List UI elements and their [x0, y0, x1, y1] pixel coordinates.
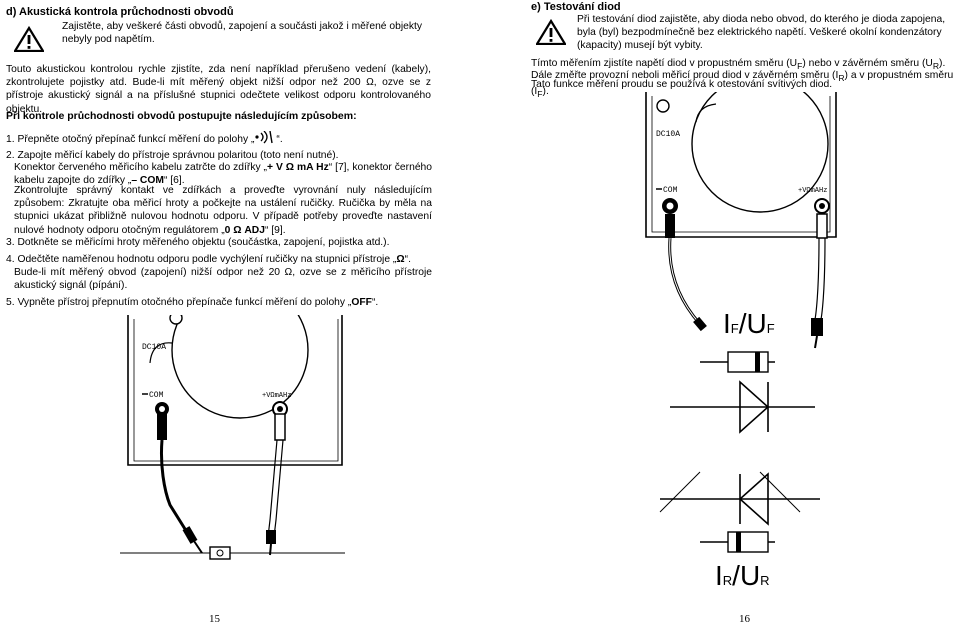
line2-sub-r: R: [838, 73, 845, 84]
step-4-a: 4. Odečtěte naměřenou hodnotu odporu pod…: [6, 253, 431, 266]
forward-u: /U: [738, 308, 767, 339]
label-dc10a: DC10A: [656, 130, 680, 139]
step-5-off: OFF: [351, 297, 372, 308]
reverse-u-sub: R: [760, 573, 770, 588]
step-4-b: Bude-li mít měřený obvod (zapojení) nižš…: [14, 267, 432, 292]
warning-icon: [14, 26, 44, 52]
step-5-text1: 5. Vypněte přístroj přepnutím otočného p…: [6, 297, 352, 308]
step-1-end: “.: [276, 134, 283, 145]
rotary-switch-dial: [171, 315, 309, 419]
step-2-c-text1: Zkontrolujte správný kontakt ve zdířkách…: [14, 185, 432, 236]
tested-component: [120, 546, 345, 560]
warning-text: Zajistěte, aby veškeré části obvodů, zap…: [62, 21, 423, 45]
socket-dc10a: [169, 315, 183, 325]
section-title-continuity: d) Akustická kontrola průchodnosti obvod…: [6, 6, 234, 18]
step-2-b: Konektor červeného měřicího kabelu zatrč…: [14, 161, 432, 187]
diode-test-figure: DC10A COM +VΩmAHz: [645, 92, 837, 553]
step-2-b-text1: Konektor červeného měřicího kabelu zatrč…: [14, 162, 267, 173]
forward-i: I: [723, 308, 731, 339]
page-number-right: 16: [739, 613, 750, 625]
diode-line-1: Tímto měřením zjistíte napětí diod v pro…: [531, 57, 959, 73]
step-4-ohm: Ω: [396, 254, 405, 265]
step-2-zero-adj: 0 Ω ADJ: [224, 224, 265, 236]
label-v-ohm: +VΩmAHz: [262, 392, 291, 400]
section-title-diodes: e) Testování diod: [531, 1, 621, 13]
warning-text: Při testování diod zajistěte, aby dioda …: [577, 14, 946, 51]
line1-text3: ).: [939, 58, 946, 69]
label-forward-if-uf: IF/UF: [723, 308, 775, 340]
label-com: COM: [663, 186, 678, 195]
procedure-title: Při kontrole průchodnosti obvodů postupu…: [6, 110, 357, 122]
step-5-text2: “.: [371, 297, 379, 308]
label-com: COM: [149, 391, 164, 400]
line1-sub-r: R: [932, 61, 940, 72]
multimeter-body: DC10A COM +VΩmAHz: [127, 315, 343, 466]
label-reverse-ir-ur: IR/UR: [715, 560, 770, 592]
reverse-i-sub: R: [722, 573, 733, 588]
diode-line-3: Tato funkce měření proudu se používá k o…: [531, 79, 833, 90]
line2-text1: Dále změřte provozní neboli měřicí proud…: [531, 70, 839, 81]
intro-paragraph: Touto akustickou kontrolou rychle zjistí…: [6, 64, 431, 115]
step-2-socket-v: + V Ω mA Hz: [267, 162, 329, 173]
line2-sub-f: F: [537, 89, 543, 100]
step-2-c-text2: “ [9].: [264, 224, 286, 236]
step-5: 5. Vypněte přístroj přepnutím otočného p…: [6, 296, 431, 309]
step-1: 1. Přepněte otočný přepínač funkcí měřen…: [6, 130, 431, 146]
line1-text1: Tímto měřením zjistíte napětí diod v pro…: [531, 58, 798, 69]
diode-component-reverse: [700, 531, 775, 553]
step-2-socket-com: – COM: [131, 175, 164, 187]
diode-line-2: Dále změřte provozní neboli měřicí proud…: [531, 69, 959, 102]
line1-sub-f: F: [797, 61, 803, 72]
socket-dc10a: [656, 99, 670, 113]
diode-symbol-reverse: [660, 472, 820, 526]
label-dc10a: DC10A: [142, 343, 166, 352]
line2-text3: ).: [542, 86, 549, 98]
step-1-text: 1. Přepněte otočný přepínač funkcí měřen…: [6, 134, 255, 145]
label-v-ohm: +VΩmAHz: [798, 187, 827, 195]
reverse-u: /U: [732, 560, 761, 591]
continuity-test-figure: DC10A COM +VΩmAHz: [120, 315, 345, 560]
step-4-text2: “.: [404, 254, 411, 265]
black-probe: [157, 414, 203, 554]
reverse-i: I: [715, 560, 723, 591]
step-3: 3. Dotkněte se měřicími hroty měřeného o…: [6, 237, 390, 248]
warning-icon: [536, 19, 566, 45]
step-2-b-text3: “ [6].: [163, 175, 185, 187]
step-2-a: 2. Zapojte měřicí kabely do přístroje sp…: [6, 150, 339, 161]
forward-i-sub: F: [730, 321, 739, 336]
step-2-b-text2: “ [7], konektor černého kabelu zapojte d…: [14, 162, 432, 187]
rotary-switch-dial: [691, 92, 829, 213]
black-probe: [665, 214, 707, 332]
forward-u-sub: F: [766, 321, 775, 336]
red-probe: [266, 413, 286, 556]
continuity-symbol-icon: [255, 130, 274, 144]
multimeter-body: DC10A COM +VΩmAHz: [645, 92, 837, 238]
line2-text2: ) a v propustném směru (I: [531, 70, 954, 98]
step-4-text1: 4. Odečtěte naměřenou hodnotu odporu pod…: [6, 254, 397, 265]
line1-text2: ) nebo v závěrném směru (U: [802, 58, 933, 69]
step-2-c: Zkontrolujte správný kontakt ve zdířkách…: [14, 184, 432, 237]
diode-symbol-forward: [659, 380, 815, 513]
red-probe: [811, 213, 828, 349]
page-number-left: 15: [209, 613, 220, 625]
diode-component: [700, 351, 775, 373]
